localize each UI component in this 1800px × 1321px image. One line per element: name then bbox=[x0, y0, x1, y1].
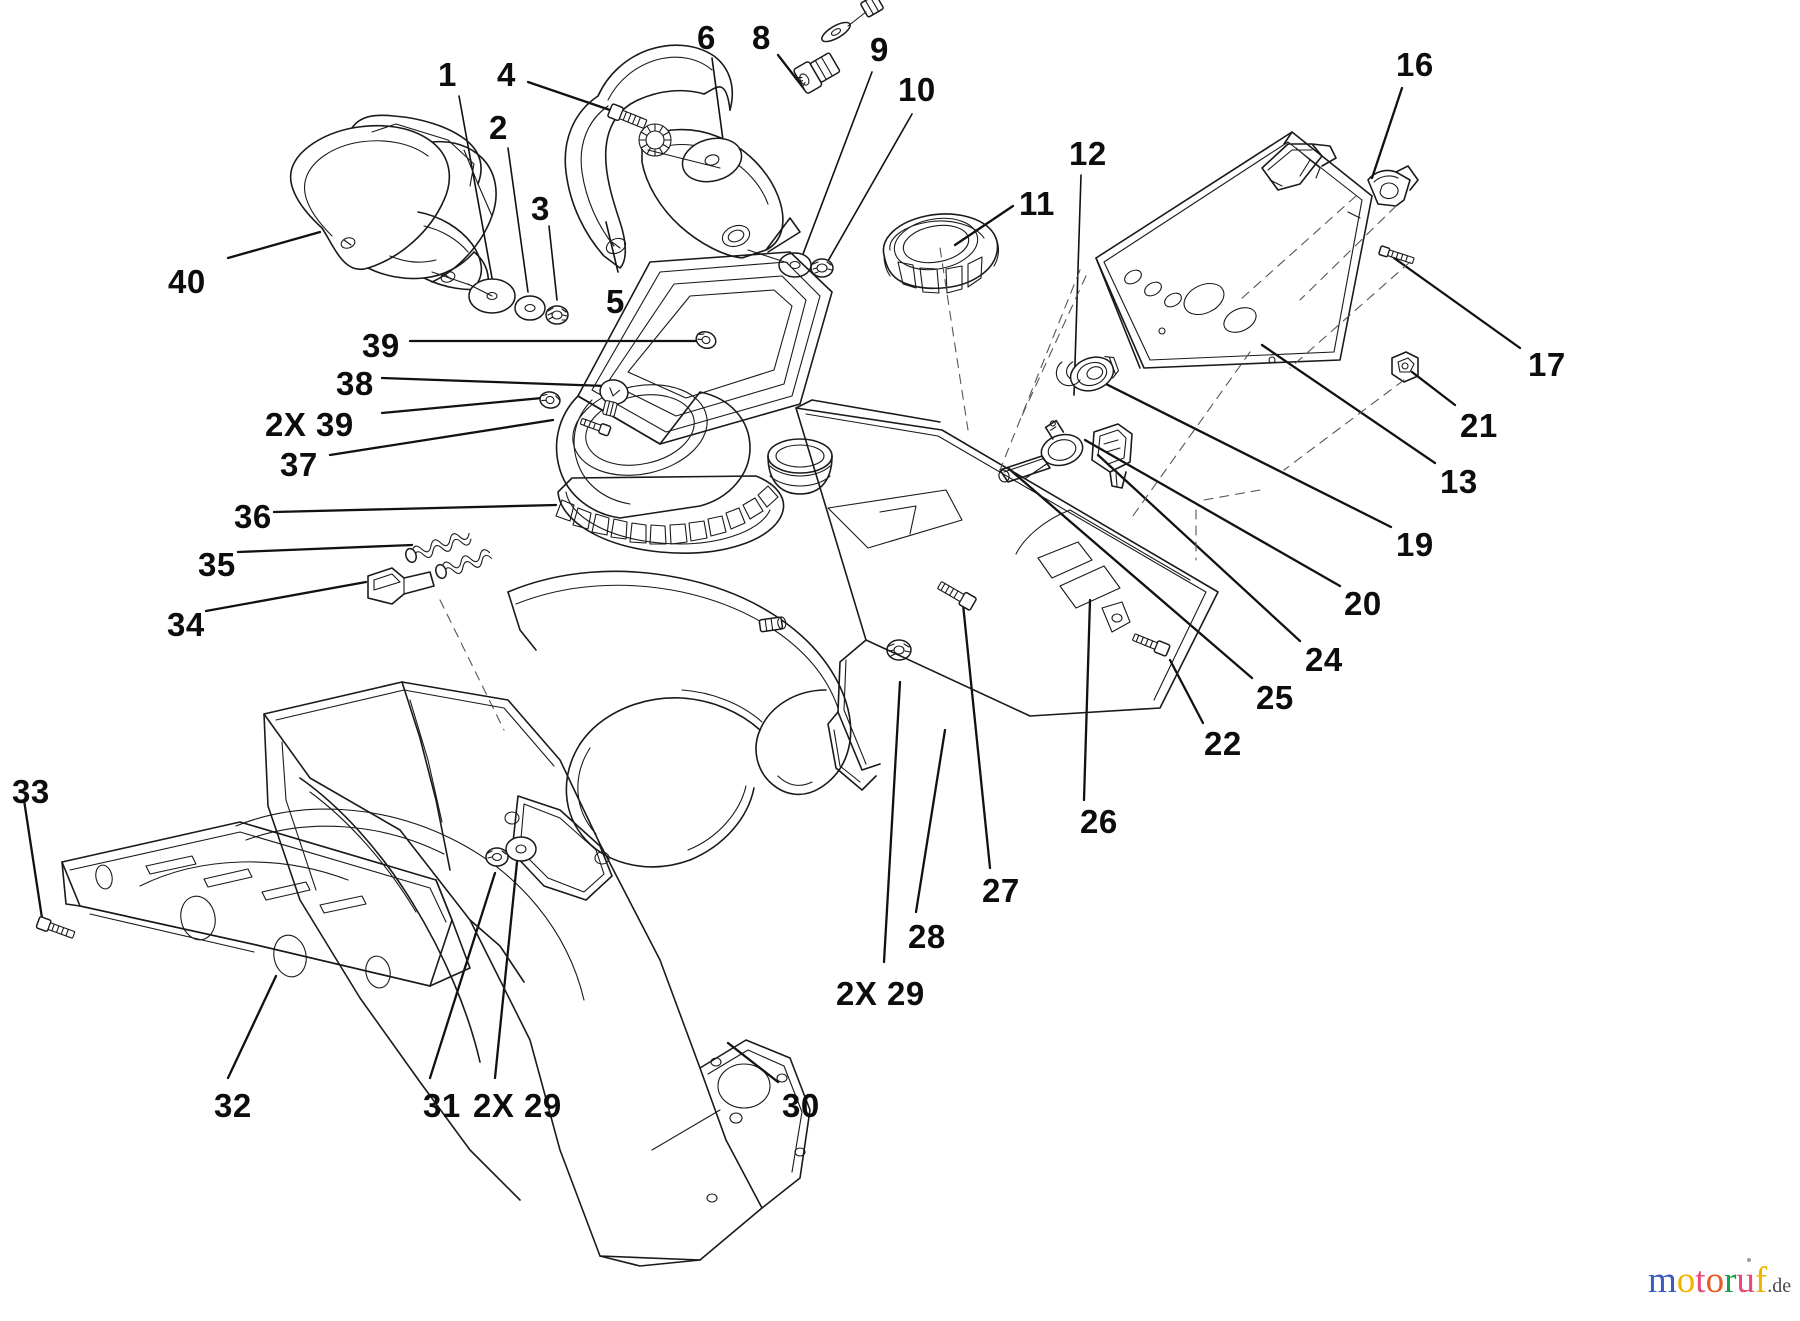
callout-24: 24 bbox=[1305, 641, 1343, 678]
fuel-filler-neck bbox=[767, 438, 833, 495]
callout-22: 22 bbox=[1204, 725, 1242, 762]
parts-1-2-3-washer-stack bbox=[431, 271, 569, 325]
callout-40: 40 bbox=[168, 263, 206, 300]
callout-9: 9 bbox=[870, 31, 889, 68]
callout-34: 34 bbox=[167, 606, 205, 643]
watermark-letter-f: f bbox=[1754, 1260, 1768, 1301]
part-30-auger-housing bbox=[235, 570, 852, 1267]
watermark-letter-o1: o bbox=[1676, 1260, 1696, 1301]
callout-31: 31 bbox=[423, 1087, 461, 1124]
callout-1: 1 bbox=[438, 56, 457, 93]
callout-17: 17 bbox=[1528, 346, 1566, 383]
callout-35: 35 bbox=[198, 546, 236, 583]
callout-11: 11 bbox=[1019, 185, 1055, 222]
callout-27: 27 bbox=[982, 872, 1020, 909]
watermark-letter-t: t bbox=[1695, 1260, 1706, 1301]
part-11-knob-cap bbox=[882, 213, 1000, 294]
watermark-letter-m: m bbox=[1648, 1260, 1677, 1301]
watermark-letter-r: r bbox=[1724, 1260, 1737, 1301]
part-22-bolt bbox=[1132, 633, 1171, 657]
part-21-clip-nut bbox=[1391, 351, 1419, 383]
part-34-35-latch-springs bbox=[367, 532, 505, 731]
part-17-screw bbox=[1378, 245, 1415, 264]
leader-lines bbox=[22, 53, 1522, 1084]
hidden-construction-lines bbox=[939, 195, 1411, 561]
callout-25: 25 bbox=[1256, 679, 1294, 716]
part-36-37-38-39-light-housing bbox=[539, 251, 833, 554]
callout-30: 30 bbox=[782, 1087, 820, 1124]
callout-5: 5 bbox=[606, 283, 625, 320]
part-12-control-panel bbox=[1095, 131, 1373, 369]
part-24-connector bbox=[1091, 423, 1133, 489]
callout-21: 21 bbox=[1460, 407, 1498, 444]
callout-20: 20 bbox=[1344, 585, 1382, 622]
callout-8: 8 bbox=[752, 19, 771, 56]
callout-26: 26 bbox=[1080, 803, 1118, 840]
callout-33: 33 bbox=[12, 773, 50, 810]
part-16-clip-left bbox=[1261, 143, 1337, 191]
motoruf-watermark: motoruf.de bbox=[1648, 1258, 1792, 1301]
callout-12: 12 bbox=[1069, 135, 1107, 172]
callout-2: 2 bbox=[489, 109, 508, 146]
part-40-grip-cover bbox=[289, 114, 497, 291]
part-19-ignition-switch bbox=[1055, 356, 1120, 392]
part-6-pulley-plate bbox=[607, 103, 801, 259]
callout-2x39: 2X 39 bbox=[265, 406, 354, 443]
callout-32: 32 bbox=[214, 1087, 252, 1124]
watermark-letter-u: u bbox=[1736, 1260, 1755, 1301]
part-36-toothed-ring bbox=[555, 475, 785, 554]
callout-3: 3 bbox=[531, 190, 550, 227]
callout-37: 37 bbox=[280, 446, 318, 483]
callout-13: 13 bbox=[1440, 463, 1478, 500]
part-33-bolt bbox=[35, 916, 76, 939]
parts-29-31-hardware-bottom bbox=[485, 836, 537, 867]
callout-39: 39 bbox=[362, 327, 400, 364]
parts-8-9-10-hardware-top bbox=[747, 0, 884, 278]
part-5-pulley-bracket bbox=[564, 44, 734, 269]
part-25-bolt bbox=[937, 581, 977, 611]
callout-36: 36 bbox=[234, 498, 272, 535]
callout-10: 10 bbox=[898, 71, 936, 108]
part-32-frame-rail bbox=[61, 821, 471, 989]
shaft-bolt-detail bbox=[758, 616, 787, 633]
callout-19: 19 bbox=[1396, 526, 1434, 563]
part-20-switch-body bbox=[1025, 419, 1084, 479]
part-28-nut bbox=[886, 639, 912, 661]
callout-28: 28 bbox=[908, 918, 946, 955]
callout-2x29-left: 2X 29 bbox=[473, 1087, 562, 1124]
watermark-dot bbox=[1747, 1258, 1752, 1262]
callout-6: 6 bbox=[697, 19, 716, 56]
part-26-27-dash-cover bbox=[795, 399, 1219, 791]
callout-16: 16 bbox=[1396, 46, 1434, 83]
watermark-suffix: .de bbox=[1767, 1275, 1792, 1297]
callout-2x29-right: 2X 29 bbox=[836, 975, 925, 1012]
callout-4: 4 bbox=[497, 56, 516, 93]
part-13-key bbox=[998, 455, 1051, 483]
watermark-letter-o2: o bbox=[1705, 1260, 1725, 1301]
part-16-clip-right bbox=[1367, 165, 1419, 207]
callout-38: 38 bbox=[336, 365, 374, 402]
